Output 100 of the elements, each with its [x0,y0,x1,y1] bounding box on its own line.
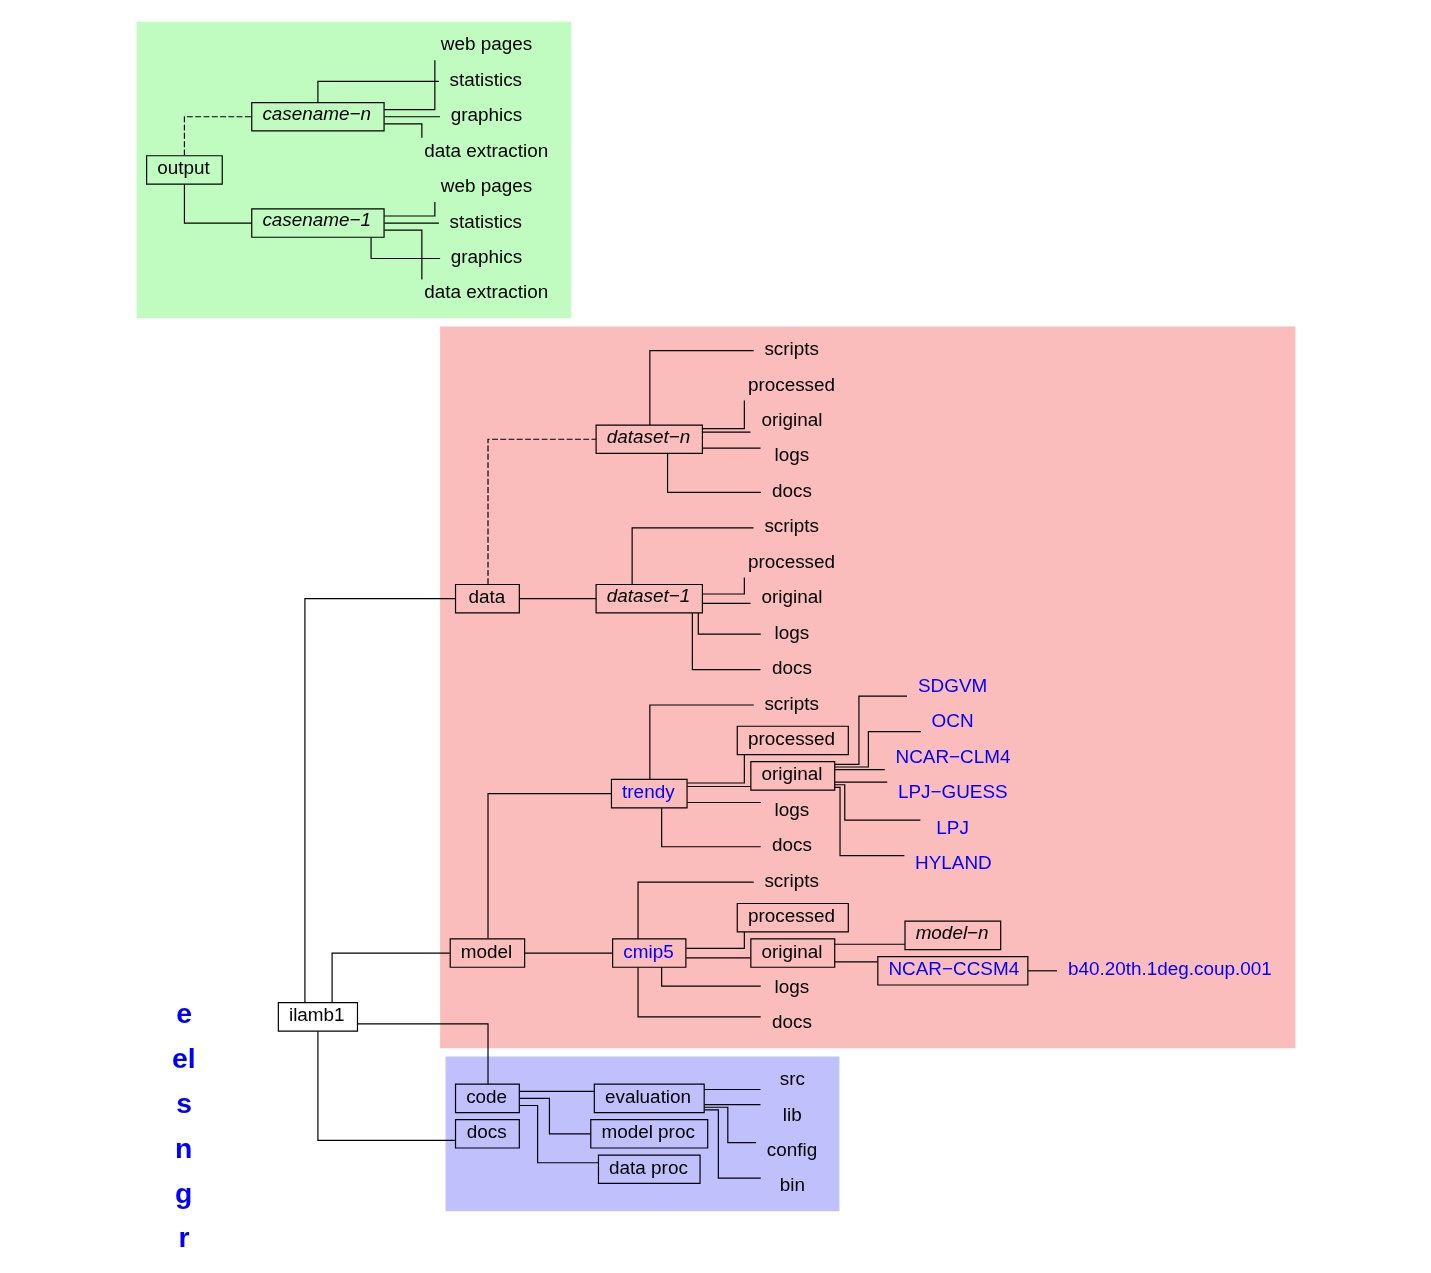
node-text: scripts [763,515,819,537]
node-text: graphics [450,104,522,126]
node-box: casename−1 [250,208,385,238]
connector [701,447,761,449]
node-text: NCAR−CLM4 [895,745,1011,767]
node-text: bin [779,1174,805,1196]
connector [833,786,905,857]
connector [686,801,761,804]
node-text: scripts [763,869,819,891]
connector [833,784,921,821]
connector [183,183,252,224]
connector [331,952,450,1003]
node-box: data [454,583,520,614]
connector [383,59,435,111]
connector [685,957,751,959]
connector [636,966,761,1018]
connector [486,793,612,939]
node-box: code [454,1083,520,1114]
node-box: dataset−n [595,424,703,454]
node-text: data extraction [423,281,548,303]
connector [383,123,422,139]
node-text: processed [747,550,835,572]
connector [660,966,761,987]
node-text: docs [771,479,812,501]
node-box: original [749,938,835,968]
label: el [171,1041,196,1074]
connector [383,229,422,281]
connector [518,1097,591,1135]
connector [518,1090,595,1092]
connector [701,399,745,430]
node-text: LPJ−GUESS [897,781,1008,803]
node-text: original [760,409,822,430]
connector [703,1109,761,1179]
connector [701,431,751,433]
connector [833,781,888,783]
node-box: model−n [903,920,1001,951]
node-box: model proc [589,1119,708,1149]
node-text: config [766,1139,817,1161]
node-box: ilamb1 [277,1002,358,1032]
label: n [174,1131,192,1164]
node-text: docs [771,657,812,679]
cluster [445,1056,839,1212]
connector [686,785,751,788]
node-box: output [145,155,223,185]
connector [833,769,885,771]
connector [691,612,761,671]
node-text: b40.20th.1deg.coup.001 [1067,958,1272,980]
connector [183,116,252,156]
node-box: cmip5 [611,938,686,968]
connector [1026,970,1058,972]
node-box: evaluation [593,1083,705,1114]
node-box: processed [736,902,849,933]
connector [648,704,754,780]
connector [303,598,456,1004]
connector [648,350,754,426]
label: r [178,1221,190,1254]
connector [833,943,905,945]
connector [518,598,597,600]
node-text: scripts [763,692,819,714]
node-text: LPJ [935,816,969,838]
node-text: processed [747,373,835,395]
node-box: casename−n [250,101,385,132]
connector [370,236,441,260]
connector [518,1104,599,1164]
connector [383,201,435,217]
node-text: statistics [449,68,522,90]
connector [703,1088,761,1091]
connector [703,1104,761,1106]
connector [316,80,439,103]
node-text: logs [773,444,809,466]
connector [701,576,745,595]
label: e [175,997,192,1030]
node-box: docs [454,1119,520,1149]
node-text: docs [771,1011,812,1033]
connector [697,612,761,635]
node-text: web pages [440,33,532,55]
label: s [175,1086,192,1119]
node-box: dataset−1 [595,583,703,614]
cluster [136,21,571,319]
connector [666,453,761,493]
node-text: SDGVM [917,674,987,696]
connector [833,731,921,768]
connector [685,931,745,949]
connector [660,807,761,848]
node-box: original [749,761,835,791]
label: g [174,1176,192,1209]
connector [636,881,754,940]
node-text: docs [771,834,812,856]
connector [316,1030,456,1141]
node-text: scripts [763,338,819,360]
node-text: HYLAND [914,851,992,873]
node-text: statistics [449,210,522,232]
connector [356,1023,489,1085]
node-box: trendy [610,778,688,809]
connector [701,602,751,604]
node-text: lib [782,1103,802,1125]
node-text: data extraction [423,139,548,161]
node-text: logs [773,621,809,643]
cluster [439,326,1295,1049]
node-box: model [449,938,525,968]
